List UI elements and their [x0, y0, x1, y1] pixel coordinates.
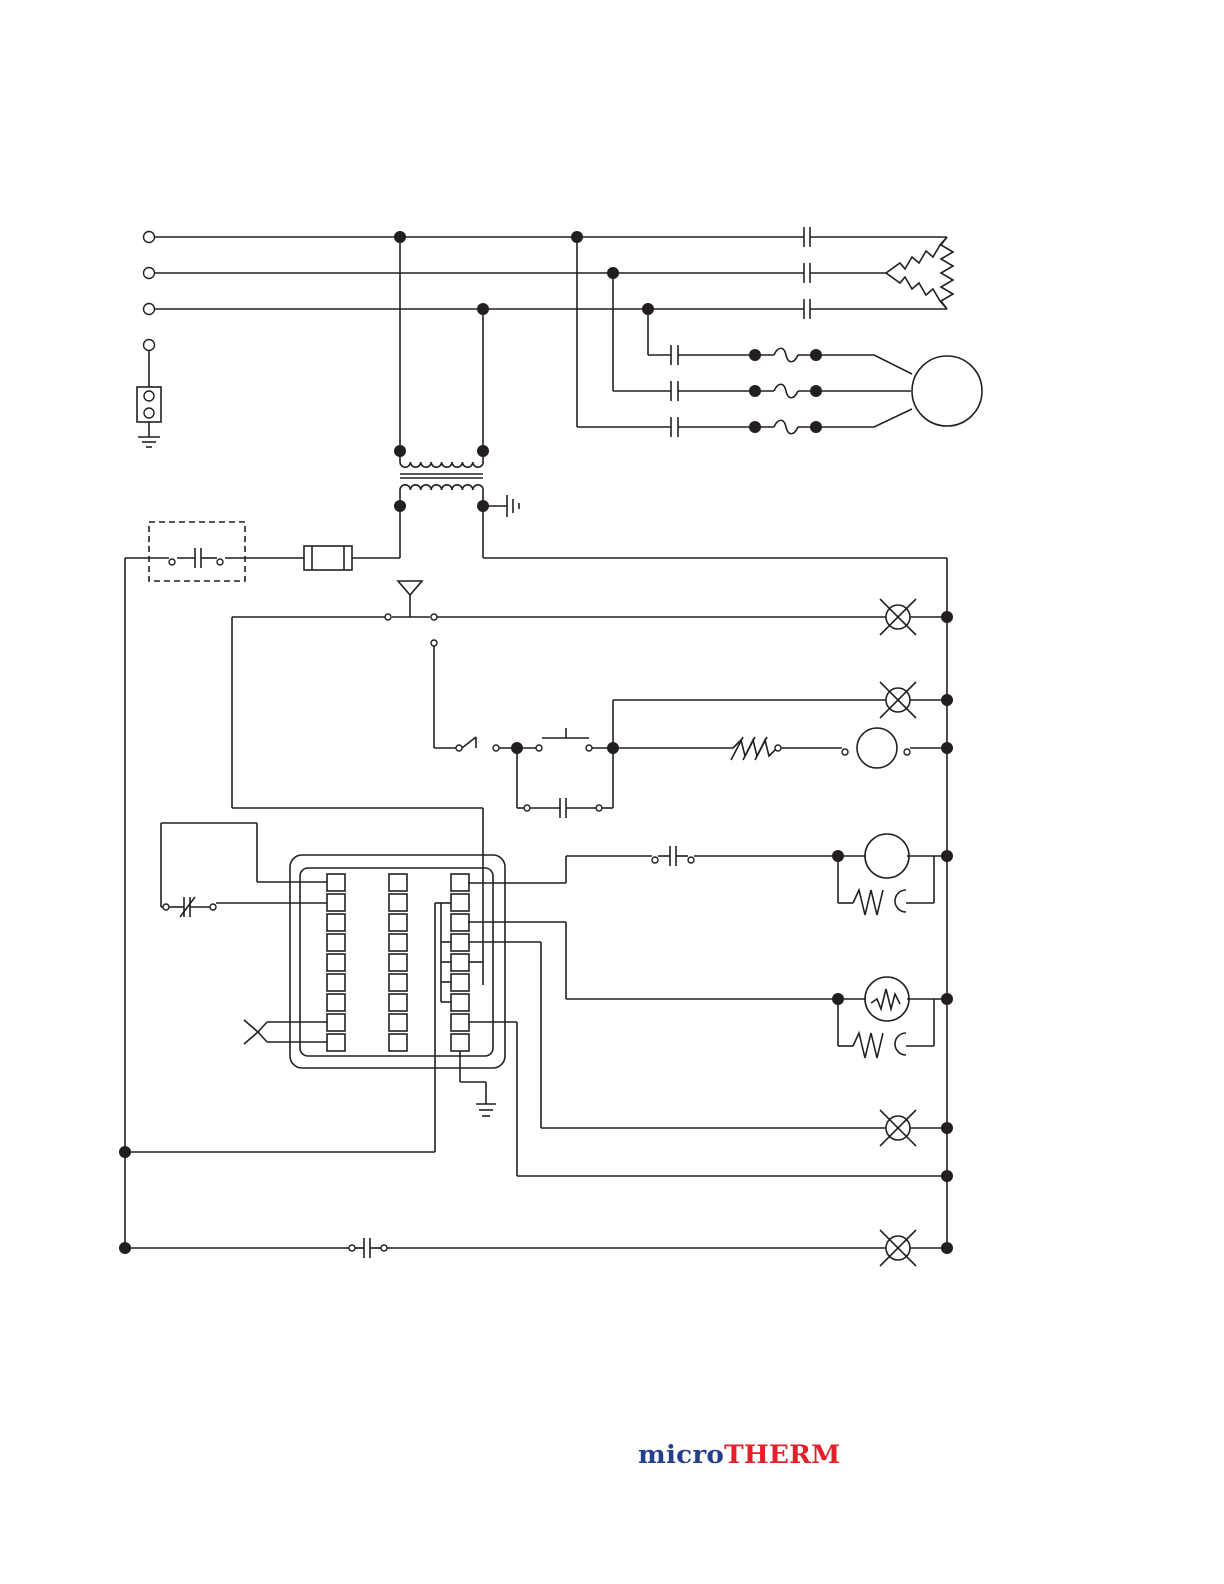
terminal-column-right: [451, 874, 469, 1051]
control-supply: [125, 522, 947, 1248]
contactor-coil: [857, 728, 897, 768]
logo-text-micro: micro: [638, 1440, 724, 1469]
terminal-column-left: [327, 874, 345, 1051]
terminal-column-middle: [389, 874, 407, 1051]
transformer: [400, 237, 519, 558]
indicator-lamp-4: [880, 1230, 947, 1266]
start-stop-row: [434, 700, 947, 818]
terminal-l2: [144, 268, 155, 279]
terminal-l3: [144, 304, 155, 315]
brand-logo: microTHERM: [638, 1440, 840, 1474]
relay-coil-1: [865, 834, 909, 878]
logo-text-therm: THERM: [724, 1440, 840, 1469]
blower-motor-branch: [577, 237, 912, 437]
indicator-lamp-2: [880, 682, 947, 718]
junction-dots: [119, 231, 953, 1254]
relay-row-1: [468, 846, 947, 915]
heater-element: [886, 237, 953, 309]
blower-motor: [912, 356, 982, 426]
selector-switch: [232, 581, 886, 985]
ground-terminal: [137, 340, 161, 448]
heating-element-coil: [865, 977, 909, 1021]
indicator-lamp-3: [880, 1110, 947, 1146]
indicator-lamp-1: [880, 599, 947, 635]
bottom-row: [125, 1238, 886, 1258]
terminal-l1: [144, 232, 155, 243]
supply-lines: [155, 227, 947, 319]
